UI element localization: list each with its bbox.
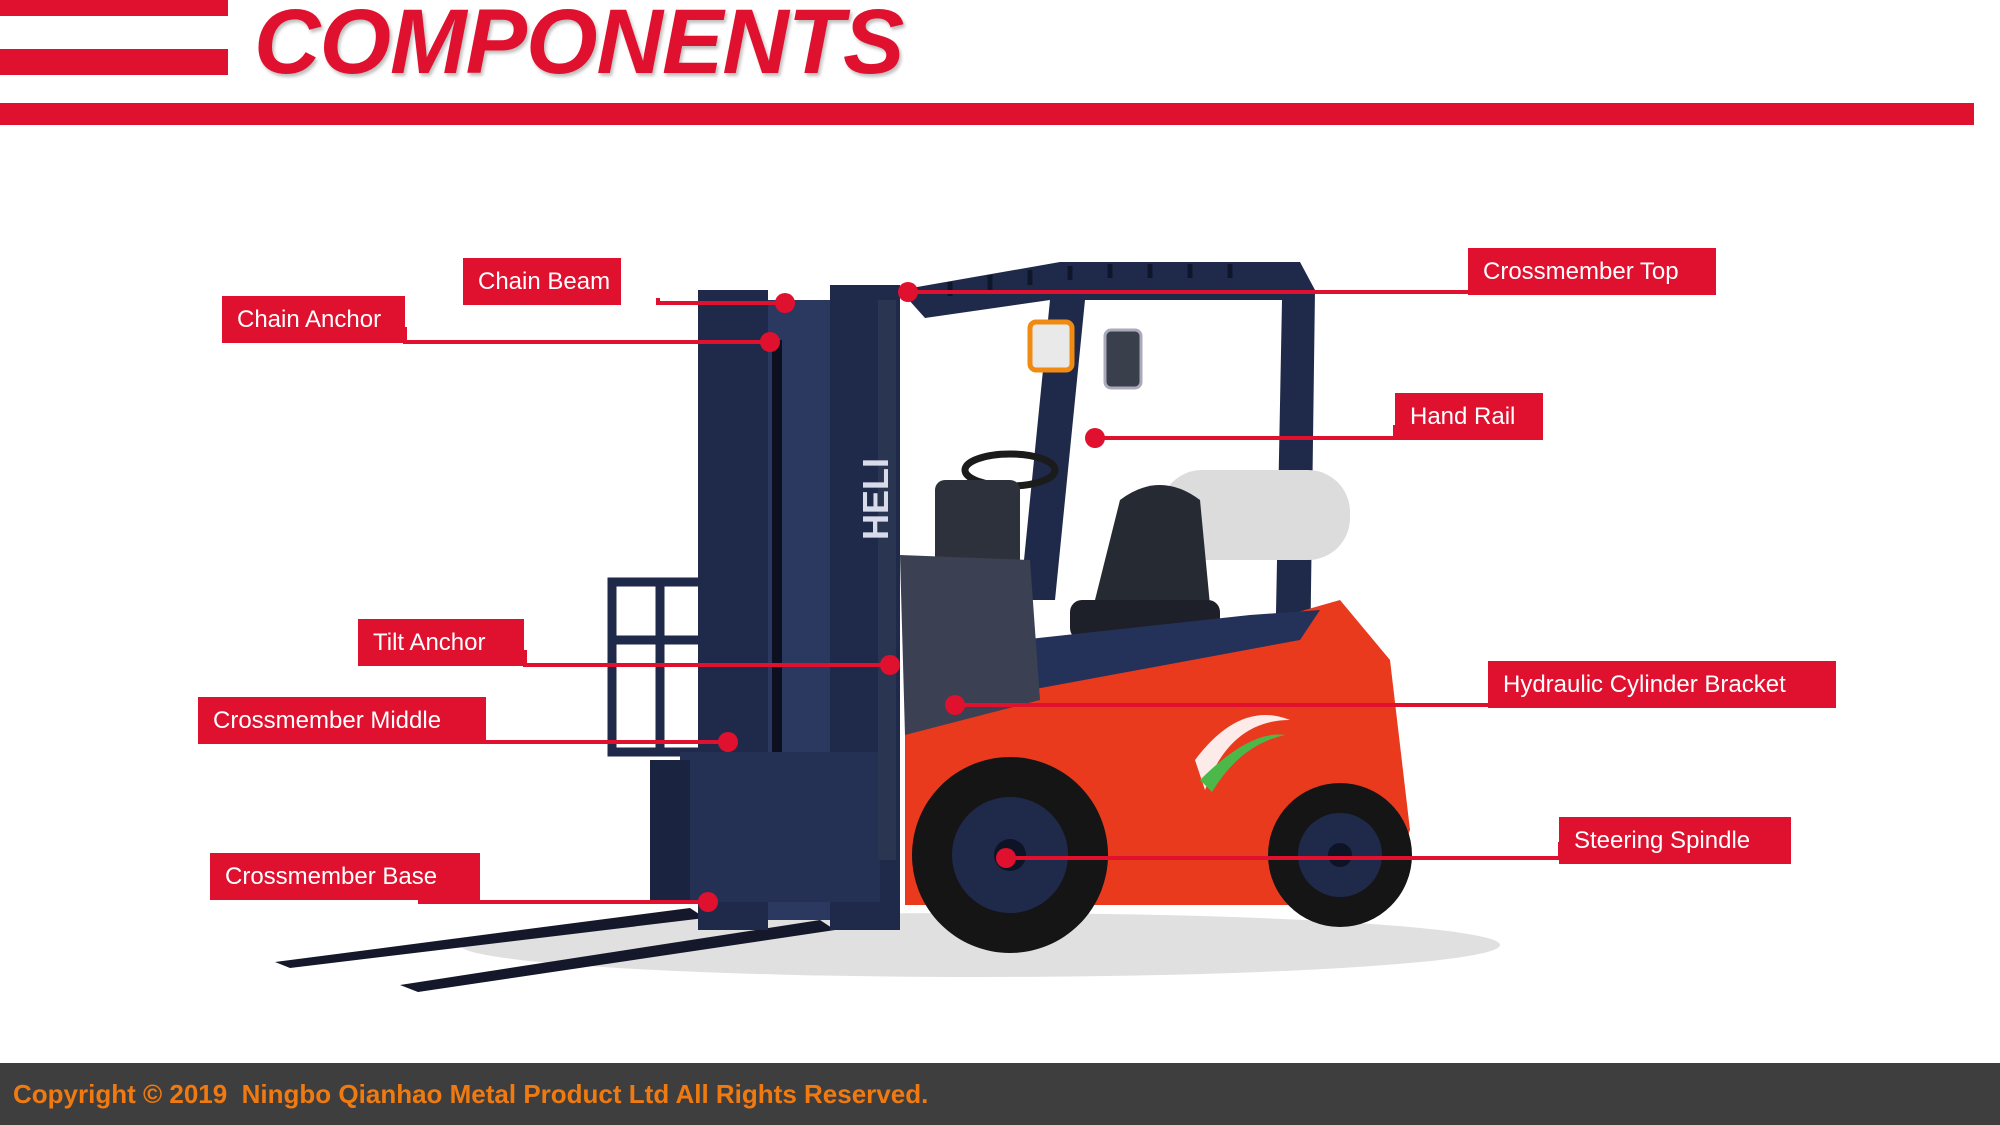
cylinder [878,300,896,860]
seat [1090,485,1210,620]
dot-steering-spindle [996,848,1016,868]
header-stripe-middle [0,49,228,75]
carriage [680,752,880,902]
label-hand-rail: Hand Rail [1395,393,1543,440]
gas-tank [1160,470,1350,560]
dot-crossmember-middle [718,732,738,752]
dot-crossmember-base [698,892,718,912]
fork-right [400,920,835,992]
label-crossmember-middle: Crossmember Middle [198,697,486,744]
brand-mark: HELI [855,458,896,540]
fork-left [275,908,705,968]
side-panel [900,555,1040,735]
label-crossmember-base: Crossmember Base [210,853,480,900]
forklift-figure: HELI [275,262,1562,992]
label-steering-spindle: Steering Spindle [1559,817,1791,864]
label-chain-beam: Chain Beam [463,258,621,305]
dot-chain-anchor [760,332,780,352]
dot-crossmember-top [898,282,918,302]
anchor-dots [698,282,1105,912]
dot-hand-rail [1085,428,1105,448]
hood [1020,610,1320,690]
label-crossmember-top: Crossmember Top [1468,248,1716,295]
label-chain-anchor: Chain Anchor [222,296,405,343]
chain [772,340,782,760]
fork-carriage-plate [650,760,690,900]
dot-hydraulic-cylinder-bracket [945,695,965,715]
footer-bar: Copyright © 2019 Ningbo Qianhao Metal Pr… [0,1063,2000,1125]
header-stripe-top [0,0,228,16]
header-rule [0,103,1974,125]
label-tilt-anchor: Tilt Anchor [358,619,524,666]
page-title: COMPONENTS [254,0,904,93]
label-hydraulic-cylinder-bracket: Hydraulic Cylinder Bracket [1488,661,1836,708]
mirror [1103,328,1143,390]
rear-wheel [1268,783,1412,927]
overhead-guard [900,262,1315,665]
work-light [1027,319,1075,373]
dash [935,480,1020,570]
dot-chain-beam [775,293,795,313]
copyright-text: Copyright © 2019 Ningbo Qianhao Metal Pr… [13,1079,929,1109]
body-decal-green [1200,734,1285,792]
dot-tilt-anchor [880,655,900,675]
